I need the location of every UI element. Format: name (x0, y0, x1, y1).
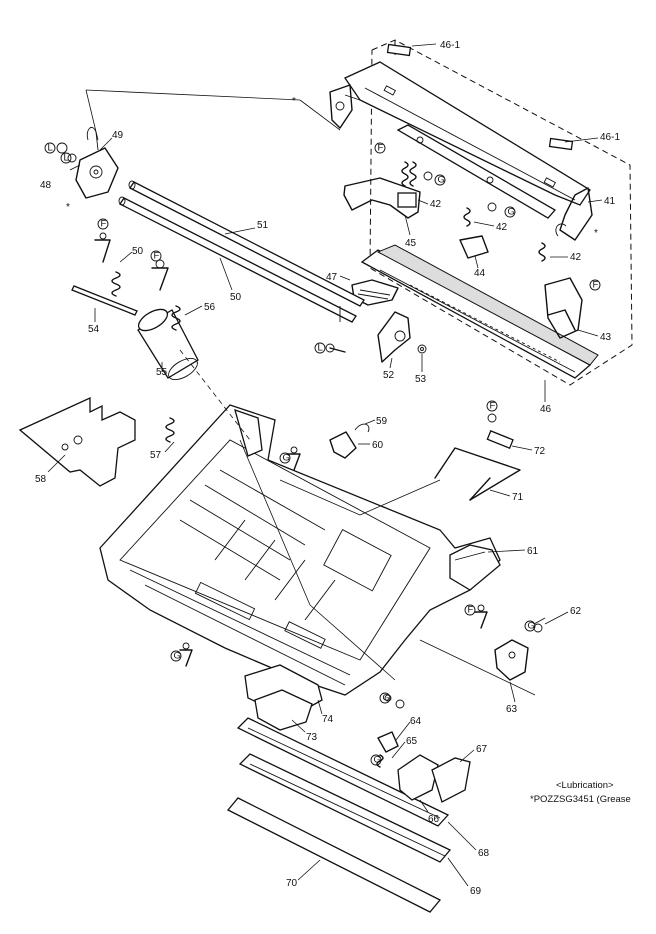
label-44: 44 (474, 268, 486, 279)
label-71: 71 (512, 492, 524, 503)
label-55: 55 (156, 367, 168, 378)
callout-g: G (383, 693, 390, 704)
label-49: 49 (112, 130, 124, 141)
label-73: 73 (306, 732, 318, 743)
asterisk-icon: * (594, 228, 598, 239)
label-42-b: 42 (496, 222, 508, 233)
label-43: 43 (600, 332, 612, 343)
part-labels: 46-1 46-1 49 48 51 50 50 56 54 55 41 42 … (35, 40, 620, 897)
label-62: 62 (570, 606, 582, 617)
asterisk-markers: * * * (66, 96, 598, 239)
label-52: 52 (383, 370, 395, 381)
label-48: 48 (40, 180, 52, 191)
callout-f: F (154, 251, 160, 262)
asterisk-icon: * (66, 202, 70, 213)
callout-g: G (438, 175, 445, 186)
label-67: 67 (476, 744, 488, 755)
label-74: 74 (322, 714, 334, 725)
callout-g: G (374, 755, 381, 766)
frame-assembly-46 (329, 39, 633, 386)
leader-lines (47, 43, 603, 887)
label-45: 45 (405, 238, 417, 249)
callout-g: G (508, 207, 515, 218)
label-59: 59 (376, 416, 388, 427)
label-57: 57 (150, 450, 162, 461)
callout-f: F (468, 605, 474, 616)
label-65: 65 (406, 736, 418, 747)
label-50-spring: 50 (132, 246, 144, 257)
callout-l: L (64, 153, 69, 164)
label-51: 51 (257, 220, 269, 231)
label-69: 69 (470, 886, 482, 897)
label-63: 63 (506, 704, 518, 715)
callout-g: G (528, 621, 535, 632)
callout-f: F (378, 143, 384, 154)
label-61: 61 (527, 546, 539, 557)
callout-f: F (490, 401, 496, 412)
label-54: 54 (88, 324, 100, 335)
callout-g: G (174, 651, 181, 662)
label-46-1-right: 46-1 (600, 132, 620, 143)
callout-g: G (283, 453, 290, 464)
label-56: 56 (204, 302, 216, 313)
label-58: 58 (35, 474, 47, 485)
callout-f: F (101, 219, 107, 230)
label-53: 53 (415, 374, 427, 385)
callout-f: F (593, 280, 599, 291)
callout-l: L (318, 343, 323, 354)
lubrication-note: <Lubrication> *POZZSG3451 (Grease (530, 780, 631, 805)
label-42-a: 42 (430, 199, 442, 210)
label-47: 47 (326, 272, 338, 283)
label-72: 72 (534, 446, 546, 457)
lubrication-heading: <Lubrication> (556, 780, 614, 791)
lubrication-callouts: L F G G F F F L L F G G G G F G (44, 143, 601, 766)
lever-parts (329, 413, 546, 681)
label-68: 68 (478, 848, 490, 859)
shaft-assembly (56, 127, 427, 381)
label-60: 60 (372, 440, 384, 451)
label-70: 70 (286, 878, 298, 889)
label-50-shaft: 50 (230, 292, 242, 303)
label-41: 41 (604, 196, 616, 207)
main-base-frame (18, 396, 501, 731)
label-46: 46 (540, 404, 552, 415)
callout-l: L (48, 143, 53, 154)
asterisk-icon: * (292, 96, 296, 107)
label-66: 66 (428, 814, 440, 825)
lubrication-spec: *POZZSG3451 (Grease (530, 794, 631, 805)
label-46-1-top: 46-1 (440, 40, 460, 51)
bottom-rails (226, 694, 471, 913)
label-42-c: 42 (570, 252, 582, 263)
label-64: 64 (410, 716, 422, 727)
